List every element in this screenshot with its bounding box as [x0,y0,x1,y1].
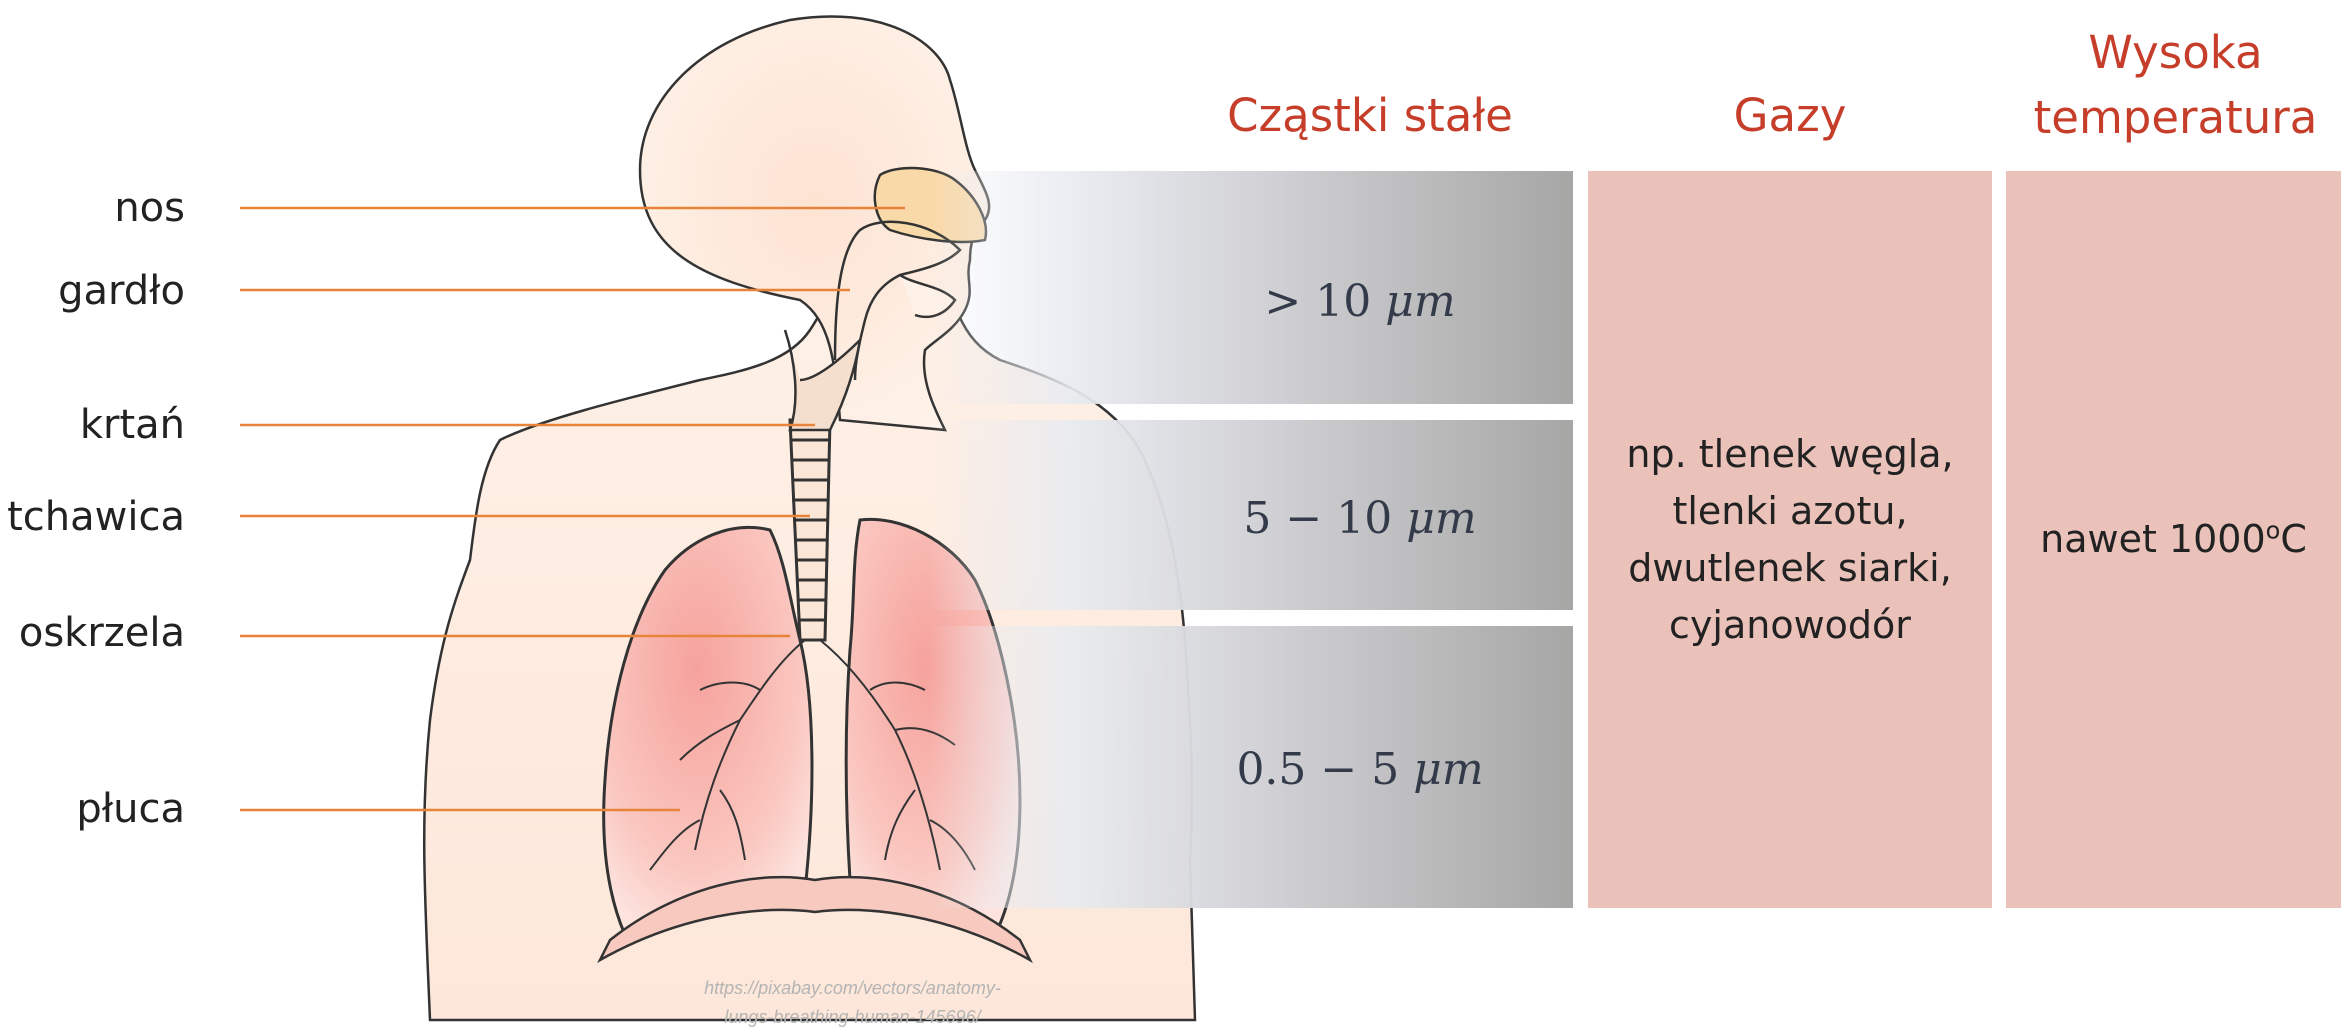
temperature-panel: nawet 1000oC [2006,171,2341,908]
gases-text: np. tlenek węgla, tlenki azotu, dwutlene… [1626,426,1953,654]
label-nos: nos [114,188,185,228]
label-oskrzela: oskrzela [19,613,185,653]
label-krtan: krtań [80,405,185,445]
label-tchawica: tchawica [7,497,185,537]
label-gardlo: gardło [58,271,185,311]
image-source-credit: https://pixabay.com/vectors/anatomy- lun… [620,974,1085,1027]
particle-size-large: > 10 μm [1150,280,1570,324]
gases-panel: np. tlenek węgla, tlenki azotu, dwutlene… [1588,171,1992,908]
header-temperature-line2: temperatura [2010,85,2341,150]
particle-size-medium: 5 − 10 μm [1150,497,1570,541]
header-gases: Gazy [1588,83,1992,148]
particle-size-small: 0.5 − 5 μm [1150,748,1570,792]
header-temperature-line1: Wysoka [2010,20,2341,85]
header-temperature: Wysoka temperatura [2010,20,2341,151]
label-pluca: płuca [76,789,185,829]
temperature-text: nawet 1000oC [2040,511,2307,568]
header-particles: Cząstki stałe [1160,83,1580,148]
